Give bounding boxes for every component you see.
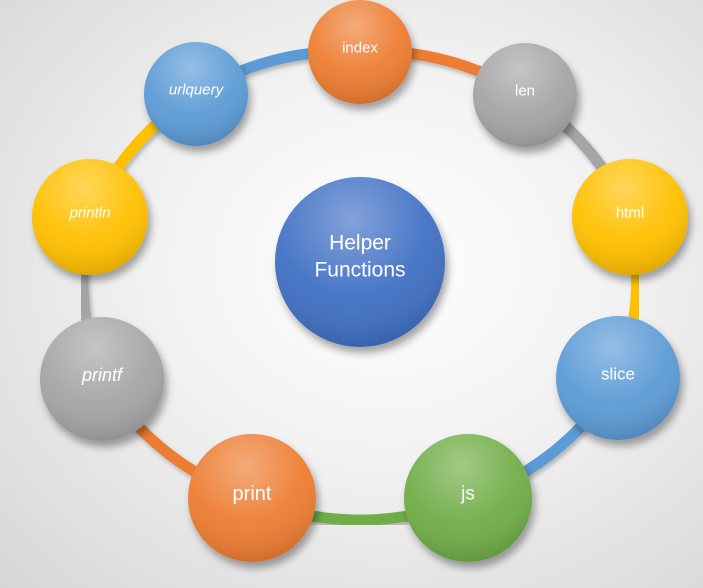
node-urlquery: urlquery [144, 42, 248, 146]
node-index-label: index [342, 40, 378, 57]
node-len: len [473, 43, 577, 147]
node-js-label: js [460, 484, 475, 505]
node-slice-label: slice [601, 365, 635, 384]
node-println-label: println [69, 205, 111, 222]
node-urlquery-label: urlquery [169, 82, 225, 99]
node-printf-label: printf [81, 365, 124, 385]
node-html-gloss [572, 159, 688, 275]
node-index: index [308, 0, 412, 104]
node-print-gloss [188, 434, 316, 562]
node-html-label: html [616, 205, 644, 222]
center-title-line1: Helper [329, 232, 391, 255]
node-len-label: len [515, 83, 535, 100]
center-title-line2: Functions [314, 259, 405, 282]
node-println-gloss [32, 159, 148, 275]
center-node-helper-functions: Helper Functions [275, 177, 445, 347]
node-println: println [32, 159, 148, 275]
node-index-gloss [308, 0, 412, 104]
node-printf-gloss [40, 317, 164, 441]
node-js-gloss [404, 434, 532, 562]
node-printf: printf [40, 317, 164, 441]
node-slice-gloss [556, 316, 680, 440]
function-nodes: index len html slice js print printf println url… [32, 0, 688, 562]
node-html: html [572, 159, 688, 275]
center-circle-gloss [275, 177, 445, 347]
node-print: print [188, 434, 316, 562]
node-len-gloss [473, 43, 577, 147]
node-print-label: print [233, 483, 272, 505]
node-urlquery-gloss [144, 42, 248, 146]
node-js: js [404, 434, 532, 562]
node-slice: slice [556, 316, 680, 440]
